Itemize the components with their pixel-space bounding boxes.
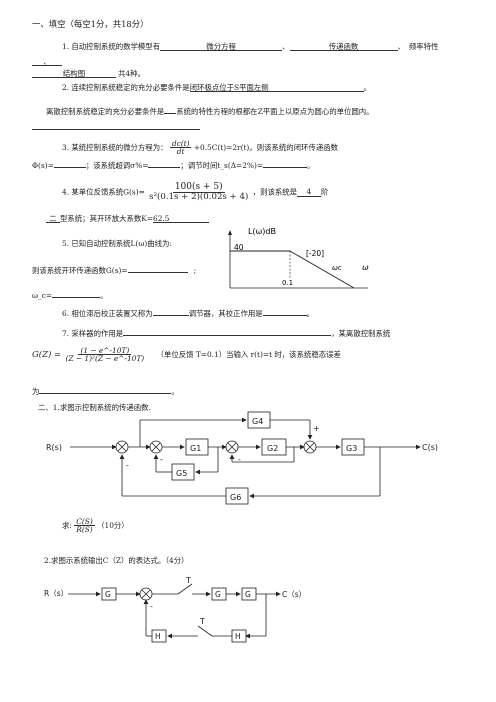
q6-line: 6. 相位滞后校正装置又称为调节器，其校正作用是。 (62, 309, 315, 318)
q4-line2: 二型系统；其开环放大系数K=62.5 (46, 215, 210, 224)
q4-gain: 62.5 (153, 215, 210, 224)
bode-slope-segment (289, 250, 355, 289)
diagram2-minus-sign: - (150, 602, 153, 611)
bode-x-axis-label: ω (362, 263, 369, 272)
sampler-label-2: T (199, 617, 205, 626)
ask-fraction: C(S)R(S) (74, 517, 95, 535)
q1-line3: 结构图共4种。 (32, 70, 145, 79)
q4-line: 4. 某单位反馈系统G(s)= 100(s + 5)s²(0.1s + 2)(0… (62, 182, 329, 202)
q7-transfer-function: (1 − e^-10T)(Z − 1)²(Z − e^-10T) (65, 346, 145, 364)
block-g2: G2 (267, 444, 278, 453)
sampler-label-1: T (185, 576, 191, 585)
section2-q2-title: 2.求图示系统输出C（Z）的表达式。（4分） (44, 556, 189, 565)
q2-line: 2. 连续控制系统稳定的充分必要条件是闭环极点位于S平面左侧。 (62, 83, 372, 93)
q5-line2: 则该系统开环传递函数G(s)=; (32, 266, 197, 275)
q2b-line: 离散控制系统稳定的充分必要条件是系统的特性方程的根都在Z平面上以原点为圆心的单位… (46, 107, 374, 116)
q7-line: 7. 采样器的作用是，某离散控制系统 (62, 329, 391, 338)
q1-answer-4: 结构图 (32, 70, 116, 79)
q1-answer-3: 频率特性 (408, 42, 439, 51)
ask-line: 求: C(S)R(S) （10分） (62, 517, 129, 535)
diagram1-input-label: R(s) (46, 443, 62, 452)
q7-line3: 为。 (32, 387, 179, 396)
bode-level-label: 40 (234, 243, 244, 252)
block-diagram-2: R（s） C（s） G G G H H T T - (44, 576, 306, 643)
q1-answer-1: 微分方程 (160, 43, 283, 52)
diagram2-block-h2: H (155, 632, 161, 641)
sum-plus-sign: + (313, 424, 320, 433)
q2-answer: 闭环极点位于S平面左侧 (189, 84, 364, 93)
q2b-line2 (32, 124, 200, 131)
block-g5: G5 (176, 469, 187, 478)
sum-minus-sign-2: - (160, 455, 163, 464)
block-g4: G4 (252, 417, 263, 426)
section1-title: 一、填空（每空1分，共18分） (32, 19, 149, 29)
bode-x-tick: 0.1 (282, 279, 293, 287)
diagram2-block-h1: H (235, 632, 241, 641)
q3-line2: Φ(s)=；该系统超调σ%=；调节时间t_s(Δ=2%)=。 (32, 161, 315, 170)
block-diagram-1: R(s) C(s) G1 G2 G3 G4 G5 G6 + - - - (46, 411, 438, 505)
section2-q1-title: 二、1.求图示控制系统的传递函数. (38, 403, 151, 412)
diagram2-block-g2: G (215, 590, 221, 599)
block-g1: G1 (190, 444, 201, 453)
q1-line2: 、 (32, 58, 62, 67)
diagram1-output-label: C(s) (422, 443, 438, 452)
bode-wc-label: ωc (332, 264, 342, 272)
q1-answer-2: 传递函数 (289, 43, 398, 52)
q3-line: 3. 某统控制系统的微分方程为： dc(t)dt +0.5C(t)=2r(t)。… (62, 139, 339, 157)
q1-line: 1. 自动控制系统的数学模型有微分方程、传递函数、频率特性 (62, 42, 439, 52)
q4-transfer-function: 100(s + 5)s²(0.1s + 2)(0.02s + 4) (149, 182, 249, 202)
diagram2-output-label: C（s） (282, 590, 306, 599)
diagram2-input-label: R（s） (44, 589, 68, 598)
bode-ylabel: L(ω)dB (248, 227, 276, 236)
bode-slope-label: [-20] (306, 249, 324, 258)
sum-minus-sign-1: - (126, 461, 129, 470)
bode-plot: L(ω)dB 40 [-20] ωc 0.1 ω (228, 227, 369, 289)
q3-derivative: dc(t)dt (169, 139, 192, 157)
sum-minus-sign-3: - (238, 455, 241, 464)
q7-line2: G(Z) = (1 − e^-10T)(Z − 1)²(Z − e^-10T) … (32, 346, 341, 364)
block-g3: G3 (346, 444, 357, 453)
block-g6: G6 (230, 493, 241, 502)
diagram2-block-g3: G (245, 590, 251, 599)
q4-order: 4 (297, 188, 322, 197)
q5-line3: ω_c=。 (32, 291, 108, 300)
q5-line: 5. 已知自动控制系统L(ω)曲线为: (62, 239, 172, 248)
diagram2-block-g1: G (105, 590, 111, 599)
